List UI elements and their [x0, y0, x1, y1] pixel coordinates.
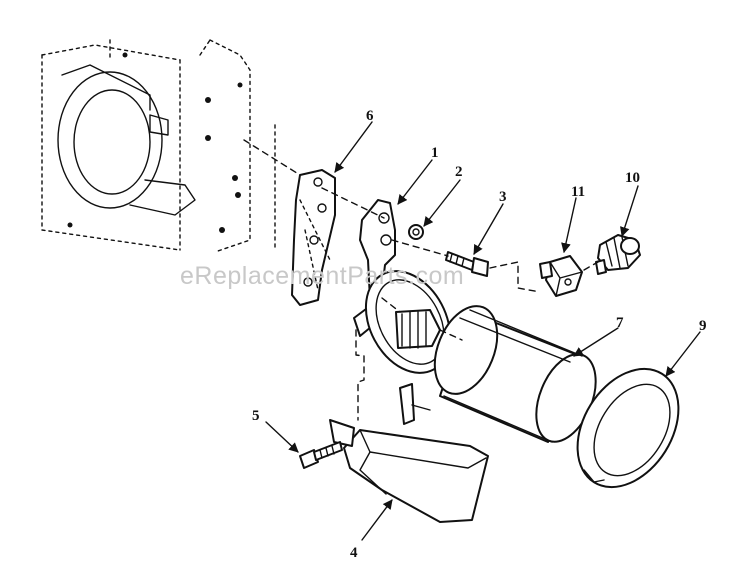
- callout-3: 3: [499, 189, 507, 205]
- mounting-plate-part-6: [291, 169, 336, 306]
- sender-part-10: [595, 234, 641, 275]
- callout-11: 11: [571, 184, 585, 200]
- callout-2: 2: [455, 164, 463, 180]
- callout-labels: 6 1 2 3 11 10 7 9 5 4: [252, 108, 707, 561]
- leader-lines: [265, 121, 701, 541]
- callout-1: 1: [431, 145, 439, 161]
- gasket-part-9: [576, 367, 680, 489]
- callout-6: 6: [366, 108, 374, 124]
- assembly-lines: [243, 139, 599, 341]
- filter-head: [353, 270, 452, 421]
- engine-block: [41, 39, 276, 253]
- shell-part-4: [329, 383, 489, 523]
- filter-element-part-7: [433, 305, 597, 443]
- callout-9: 9: [699, 318, 707, 334]
- bolt-part-3: [445, 251, 489, 277]
- watermark-text: eReplacementParts.com: [180, 262, 464, 290]
- bolt-part-5: [299, 441, 343, 469]
- callout-7: 7: [616, 315, 624, 331]
- callout-5: 5: [252, 408, 260, 424]
- washer-part-2: [408, 224, 424, 240]
- fitting-part-11: [539, 255, 583, 297]
- bracket-part-1: [359, 199, 396, 301]
- callout-4: 4: [350, 545, 358, 561]
- callout-10: 10: [625, 170, 640, 186]
